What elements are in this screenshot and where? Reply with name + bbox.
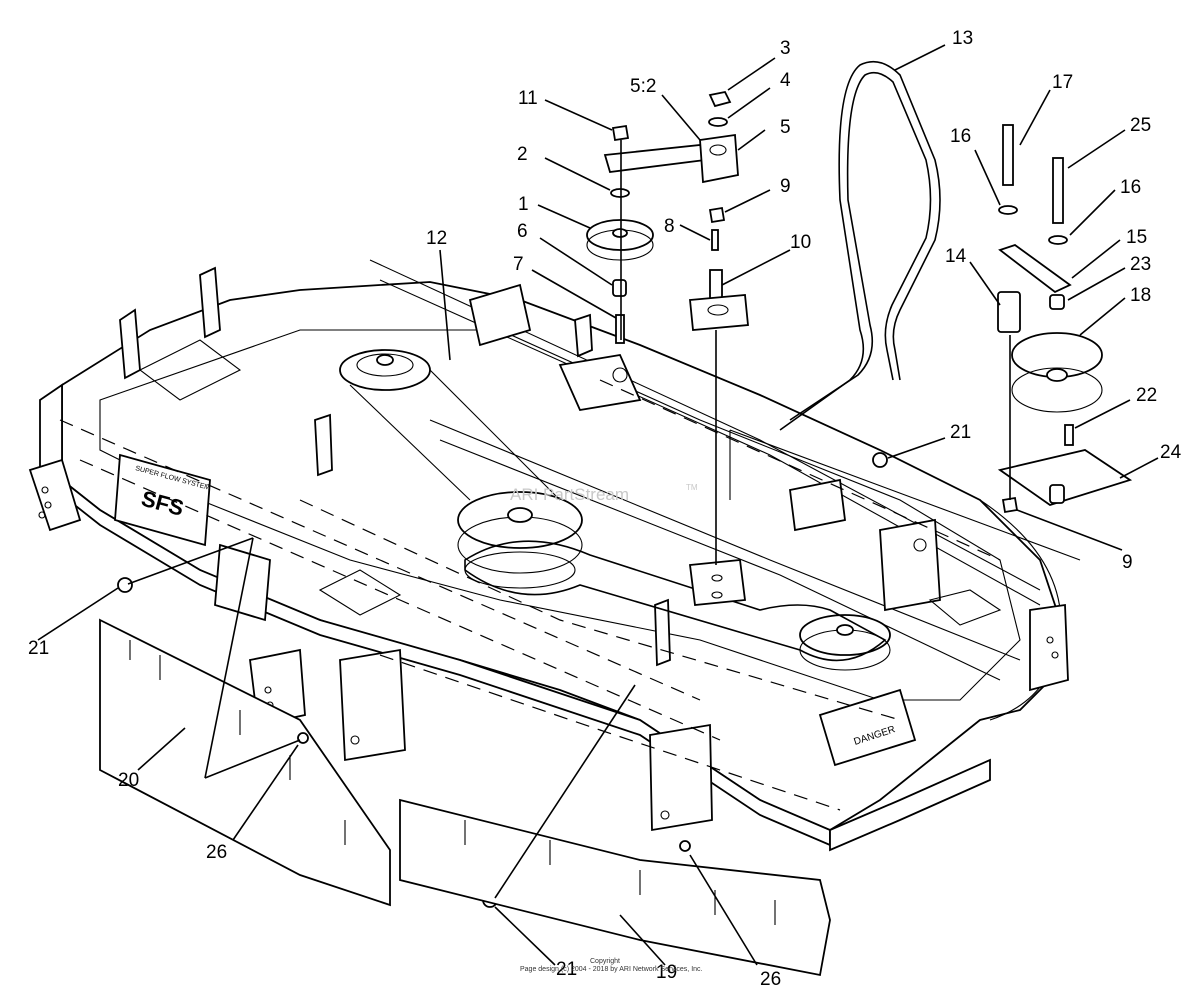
mower-deck: [28, 259, 1069, 852]
callout-22: 22: [1136, 385, 1157, 406]
baffle-19: [399, 798, 831, 977]
callout-3: 3: [780, 38, 791, 59]
callout-26-bottom: 26: [760, 969, 781, 990]
idler-assembly: [586, 90, 749, 565]
belt-13: [779, 60, 941, 431]
callout-5-2: 5:2: [630, 76, 656, 97]
right-idler-assembly: [729, 124, 1133, 561]
watermark: ARI PartStream: [510, 485, 629, 504]
leader-lines: [37, 44, 1159, 966]
callout-9-lower: 9: [1122, 552, 1133, 573]
callout-16-right: 16: [1120, 177, 1141, 198]
callout-4: 4: [780, 70, 791, 91]
callout-9-top: 9: [780, 176, 791, 197]
callout-25: 25: [1130, 115, 1151, 136]
callout-2: 2: [517, 144, 528, 165]
callout-21-right: 21: [950, 422, 971, 443]
callout-23: 23: [1130, 254, 1151, 275]
callout-5: 5: [780, 117, 791, 138]
callout-13: 13: [952, 28, 973, 49]
callout-12: 12: [426, 228, 447, 249]
callout-26-left: 26: [206, 842, 227, 863]
callout-20: 20: [118, 770, 139, 791]
callout-10: 10: [790, 232, 811, 253]
callout-labels: 3 4 5:2 5 11 2 9 1 8 6 10 7 12 13 17 25 …: [28, 28, 1182, 990]
callout-18: 18: [1130, 285, 1151, 306]
callout-15: 15: [1126, 227, 1147, 248]
assembly-lines: [59, 379, 1001, 811]
callout-24: 24: [1160, 442, 1182, 463]
callout-14: 14: [945, 246, 967, 267]
copyright-line2: Page design (c) 2004 - 2018 by ARI Netwo…: [520, 966, 703, 973]
callout-1: 1: [518, 194, 529, 215]
callout-21-left: 21: [28, 638, 49, 659]
callout-8: 8: [664, 216, 675, 237]
callout-11: 11: [518, 88, 538, 109]
watermark-tm: TM: [686, 483, 698, 492]
callout-6: 6: [517, 221, 528, 242]
callout-21-bottom: 21: [556, 959, 577, 980]
callout-19: 19: [656, 962, 677, 983]
callout-16-left: 16: [950, 126, 971, 147]
copyright-line1: Copyright: [590, 958, 620, 965]
callout-17: 17: [1052, 72, 1073, 93]
callout-7: 7: [513, 254, 524, 275]
